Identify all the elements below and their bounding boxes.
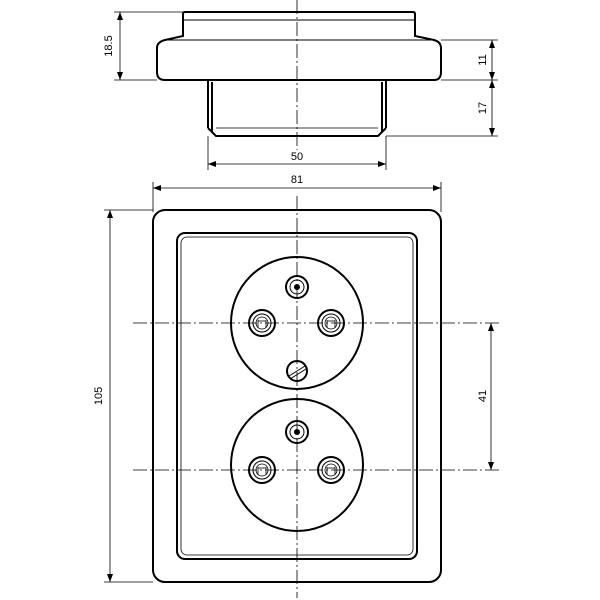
upper-earth-pin (285, 275, 309, 299)
dim-top-height: 18.5 (103, 11, 183, 81)
front-view: 81 105 41 (93, 174, 500, 598)
dim-overall-height-label: 105 (93, 387, 105, 405)
side-top-cap (182, 11, 416, 20)
upper-socket (230, 256, 364, 390)
side-flange (156, 20, 442, 81)
dim-socket-spacing-label: 41 (477, 390, 489, 402)
dim-overall-height: 105 (93, 209, 153, 583)
dim-base-width: 50 (207, 136, 387, 170)
dim-base-height: 17 (386, 80, 498, 137)
lower-earth-pin (285, 420, 309, 444)
dim-socket-spacing: 41 (477, 323, 494, 470)
dim-overall-width: 81 (152, 174, 442, 212)
dim-base-height-label: 17 (477, 102, 489, 114)
dim-collar-height-label: 11 (477, 54, 489, 65)
mounting-screw (286, 360, 308, 382)
dim-overall-width-label: 81 (291, 174, 303, 186)
dim-base-width-label: 50 (291, 151, 303, 163)
side-view: 18.5 11 17 50 (103, 0, 498, 170)
dim-collar-height: 11 (441, 39, 498, 81)
lower-socket (230, 398, 364, 532)
dim-top-height-label: 18.5 (103, 35, 115, 56)
